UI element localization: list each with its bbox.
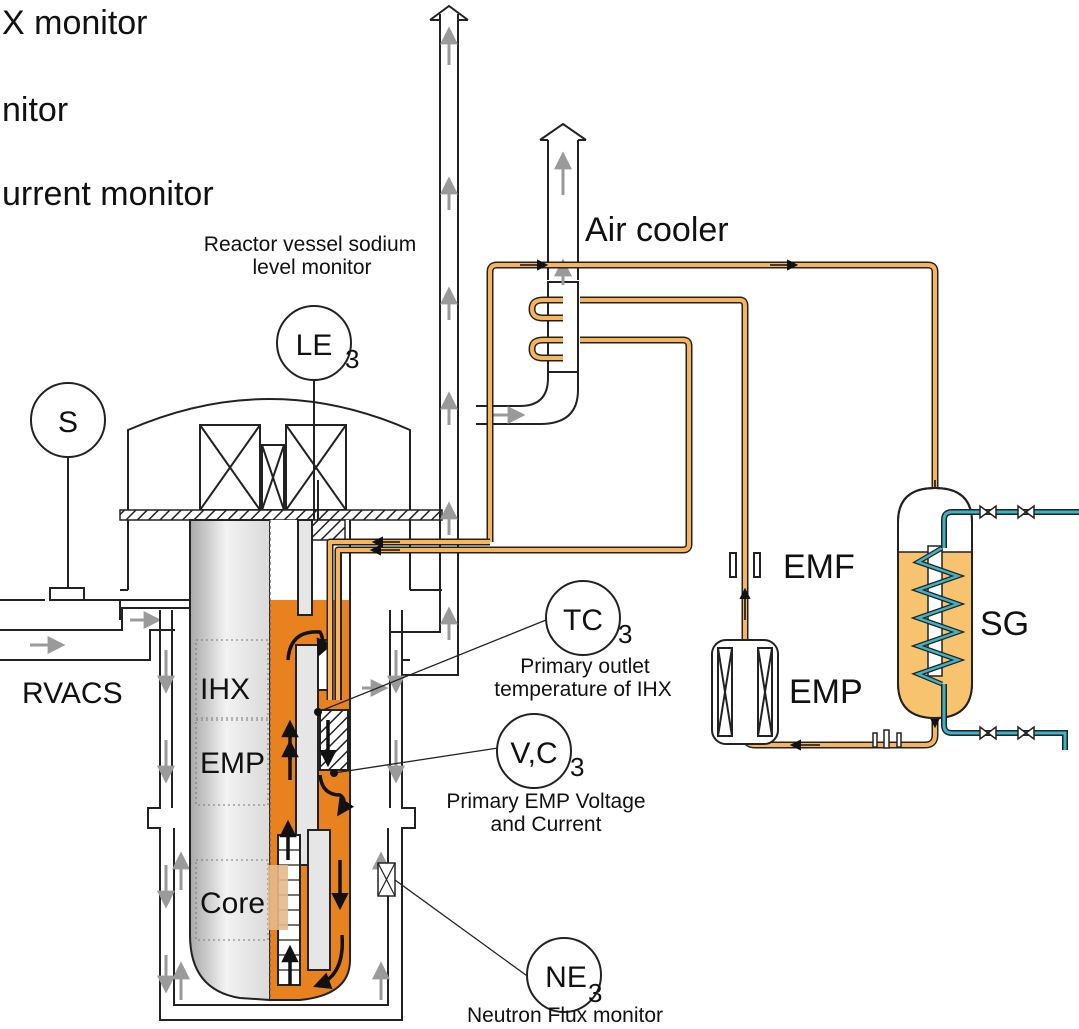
top-line-3: urrent monitor xyxy=(2,175,214,213)
sg-flowmeter xyxy=(872,729,902,749)
emp-voltage-current-label-1: Primary EMP Voltage xyxy=(446,790,645,813)
vc-sensor-symbol: V,C xyxy=(510,737,557,770)
air-cooler-coil xyxy=(528,296,563,362)
roof-deck xyxy=(119,509,443,521)
rvacs-duct xyxy=(0,587,191,661)
sg-label: SG xyxy=(980,605,1029,643)
steam-generator xyxy=(897,486,1079,750)
ihx-outlet-temp-label-2: temperature of IHX xyxy=(494,678,671,701)
emf-label: EMF xyxy=(783,548,855,586)
ne-sensor-symbol: NE xyxy=(545,961,587,994)
ne-sensor: NE 3 xyxy=(377,862,602,1013)
emp-secondary-label: EMP xyxy=(789,673,863,711)
le-sensor-subscript: 3 xyxy=(345,344,359,374)
top-plug xyxy=(199,424,347,511)
le-sensor-symbol: LE xyxy=(296,329,333,362)
top-line-2: nitor xyxy=(2,91,68,129)
air-cooler-arrows xyxy=(490,151,572,424)
primary-flow-arrows xyxy=(279,630,355,989)
tc-sensor-subscript: 3 xyxy=(618,619,632,649)
neutron-flux-label: Neutron Flux monitor xyxy=(467,1004,663,1027)
emp-secondary xyxy=(711,639,779,745)
emp-voltage-current-label-2: and Current xyxy=(491,813,602,836)
emp-primary-label: EMP xyxy=(200,747,265,780)
ihx-outlet-temp-label-1: Primary outlet xyxy=(520,655,650,678)
air-cooler-stack xyxy=(476,122,587,425)
top-text-lines: X monitor nitor urrent monitor xyxy=(2,4,214,213)
rv-sodium-level-label-1: Reactor vessel sodium xyxy=(204,233,416,256)
rvacs-air-arrows xyxy=(30,611,162,654)
rv-sodium-level-label-2: level monitor xyxy=(252,256,371,279)
core-label: Core xyxy=(200,887,265,920)
rvacs-exhaust-duct xyxy=(390,4,469,676)
secondary-loop-pipes xyxy=(326,261,939,749)
rvacs-label: RVACS xyxy=(22,677,123,710)
emf-flowmeter xyxy=(729,552,761,578)
vc-sensor: V,C 3 xyxy=(330,713,584,789)
sg-valves xyxy=(979,504,1035,741)
s-sensor: S xyxy=(30,382,106,588)
containment-dome xyxy=(120,398,442,591)
ne-sensor-subscript: 3 xyxy=(588,978,602,1008)
ihx-label: IHX xyxy=(200,673,250,706)
air-cooler-label: Air cooler xyxy=(585,211,729,249)
tc-sensor-symbol: TC xyxy=(563,604,603,637)
le-sensor: LE 3 xyxy=(276,305,359,520)
top-line-1: X monitor xyxy=(2,4,148,42)
chimney-air-arrows xyxy=(157,26,458,1000)
s-sensor-symbol: S xyxy=(58,406,78,439)
vc-sensor-subscript: 3 xyxy=(570,752,584,782)
tc-sensor: TC 3 xyxy=(314,580,632,716)
